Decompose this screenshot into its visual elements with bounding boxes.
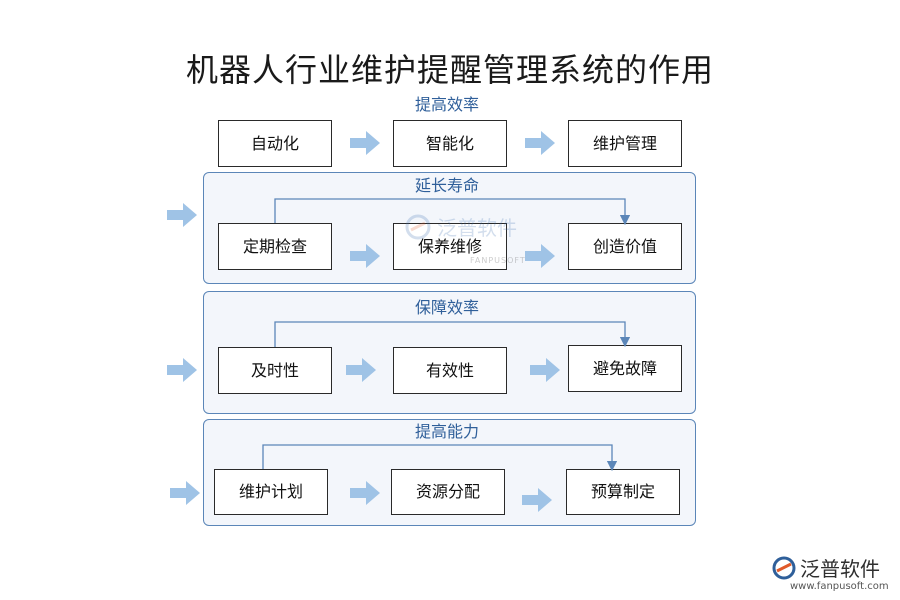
watermark-text: 泛普软件 — [437, 216, 517, 240]
node-1-2: 智能化 — [393, 120, 507, 167]
section-label-2: 延长寿命 — [414, 176, 479, 195]
node-1-1: 自动化 — [218, 120, 332, 167]
brand-logo-text: 泛普软件 — [800, 557, 880, 581]
watermark-sub: FANPUSOFT — [470, 256, 526, 265]
arrow-right-icon — [346, 358, 376, 382]
arrow-right-icon — [530, 358, 560, 382]
node-4-1: 维护计划 — [214, 469, 328, 515]
watermark: 泛普软件 — [405, 212, 517, 241]
node-4-3: 预算制定 — [566, 469, 680, 515]
node-3-2: 有效性 — [393, 347, 507, 394]
connector-4 — [262, 444, 618, 472]
arrow-right-icon — [167, 358, 197, 382]
section-label-1: 提高效率 — [414, 95, 479, 114]
arrow-right-icon — [167, 203, 197, 227]
node-2-3: 创造价值 — [568, 223, 682, 270]
arrow-right-icon — [525, 244, 555, 268]
node-2-1: 定期检查 — [218, 223, 332, 270]
brand-url: www.fanpusoft.com — [790, 581, 889, 592]
arrow-right-icon — [350, 481, 380, 505]
connector-2 — [274, 198, 631, 226]
brand-logo-icon — [772, 556, 796, 579]
arrow-right-icon — [350, 244, 380, 268]
node-3-1: 及时性 — [218, 347, 332, 394]
node-4-2: 资源分配 — [391, 469, 505, 515]
connector-3 — [274, 321, 631, 348]
arrow-right-icon — [350, 131, 380, 155]
node-3-3: 避免故障 — [568, 345, 682, 392]
section-label-3: 保障效率 — [414, 298, 479, 317]
arrow-right-icon — [522, 488, 552, 512]
brand-logo: 泛普软件 — [772, 553, 880, 582]
watermark-logo-icon — [405, 214, 431, 239]
arrow-right-icon — [170, 481, 200, 505]
arrow-right-icon — [525, 131, 555, 155]
section-label-4: 提高能力 — [414, 422, 479, 441]
node-2-2: 保养维修 — [393, 223, 507, 270]
diagram-title: 机器人行业维护提醒管理系统的作用 — [185, 51, 714, 89]
node-1-3: 维护管理 — [568, 120, 682, 167]
